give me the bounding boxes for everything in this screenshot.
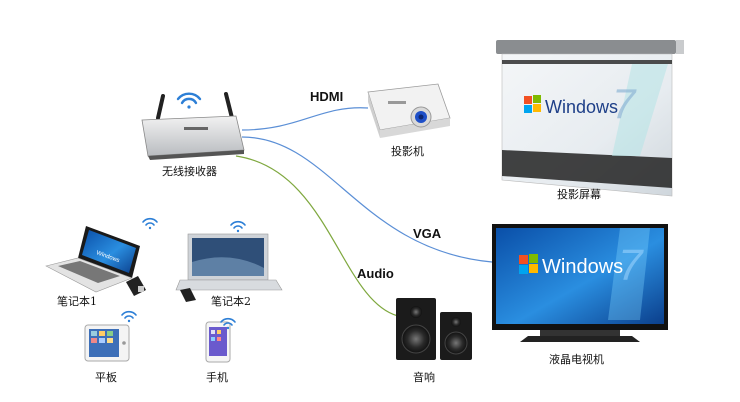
wifi-icon bbox=[176, 92, 202, 109]
audio-cable bbox=[235, 155, 399, 317]
hdmi-cable bbox=[241, 107, 369, 131]
projector bbox=[367, 83, 451, 138]
laptop-2-label: 笔记本2 bbox=[211, 295, 251, 308]
windows-wordmark-screen: Windows bbox=[545, 97, 618, 117]
windows-logo-icon bbox=[519, 254, 538, 274]
tv-label: 液晶电视机 bbox=[549, 353, 604, 366]
hdmi-label: HDMI bbox=[310, 89, 344, 104]
laptop-2 bbox=[175, 233, 283, 302]
wireless-receiver bbox=[141, 92, 245, 160]
windows-wordmark-tv: Windows bbox=[542, 256, 623, 278]
projection-screen-label: 投影屏幕 bbox=[557, 188, 601, 201]
projector-label: 投影机 bbox=[391, 145, 424, 158]
wifi-icon bbox=[121, 310, 137, 323]
laptop-1-label: 笔记本1 bbox=[57, 295, 97, 308]
vga-label: VGA bbox=[413, 226, 442, 241]
windows-version-tv: 7 bbox=[618, 241, 644, 290]
windows-version-screen: 7 bbox=[612, 80, 637, 127]
wifi-icon bbox=[230, 220, 246, 233]
wifi-icon bbox=[142, 217, 158, 230]
speaker-label: 音响 bbox=[413, 371, 435, 384]
wifi-icon bbox=[220, 317, 236, 330]
tablet bbox=[84, 324, 130, 362]
projection-screen bbox=[496, 40, 684, 197]
phone bbox=[205, 321, 231, 363]
phone-label: 手机 bbox=[206, 371, 228, 384]
vga-cable bbox=[241, 136, 493, 263]
audio-label: Audio bbox=[357, 266, 394, 281]
windows-logo-icon bbox=[524, 95, 541, 113]
tablet-label: 平板 bbox=[95, 371, 117, 384]
receiver-label: 无线接收器 bbox=[162, 165, 217, 178]
speaker bbox=[396, 298, 472, 360]
laptop-1 bbox=[45, 226, 146, 296]
lcd-tv bbox=[492, 224, 668, 342]
